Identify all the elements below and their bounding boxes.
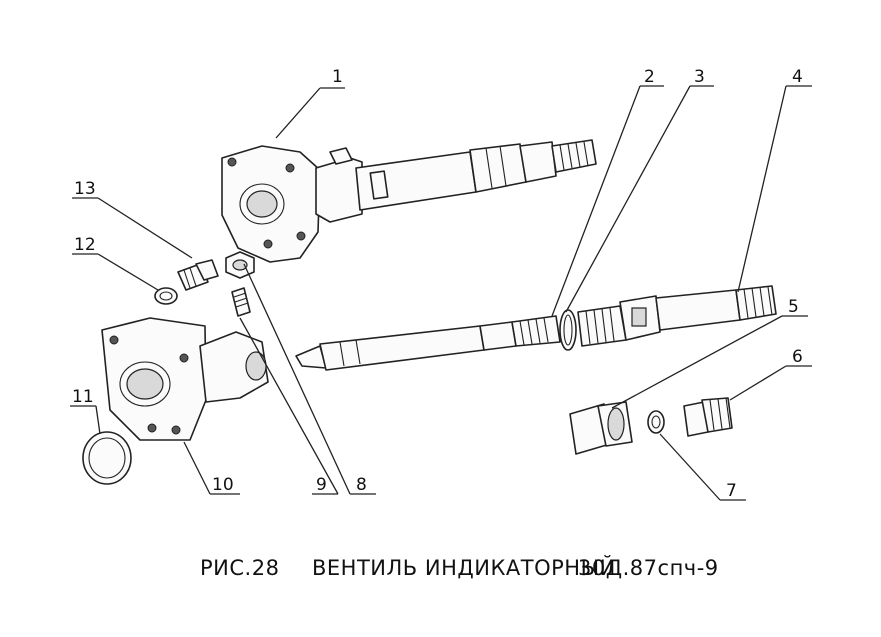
part-3-o-ring	[559, 309, 577, 351]
callout-5: 5	[788, 297, 799, 317]
callout-8: 8	[356, 475, 367, 495]
part-10-lower-body	[101, 317, 269, 441]
part-13-bolt	[177, 259, 219, 291]
callout-4: 4	[792, 67, 803, 87]
callout-labels: 1 2 3 4 5 6 7 8 9 10 11 12 13	[72, 67, 803, 501]
callout-1: 1	[332, 67, 343, 87]
figure-caption: РИС.28 ВЕНТИЛЬ ИНДИКАТОРНЫЙ 30Д.87спч-9	[0, 556, 881, 596]
part-12-washer	[154, 287, 178, 305]
part-7-small-washer	[647, 410, 665, 434]
callout-7: 7	[726, 481, 737, 501]
figure-title: ВЕНТИЛЬ ИНДИКАТОРНЫЙ	[312, 556, 616, 580]
callout-9: 9	[316, 475, 327, 495]
callout-6: 6	[792, 347, 803, 367]
part-1-valve-body-assembly	[221, 139, 597, 263]
part-5-union-nut	[569, 401, 633, 455]
figure-number: РИС.28	[200, 556, 280, 580]
part-8-set-screw	[231, 287, 251, 317]
callout-10: 10	[212, 475, 234, 495]
callout-3: 3	[694, 67, 705, 87]
part-2-spindle	[295, 315, 561, 371]
part-6-nipple-fitting	[683, 397, 733, 437]
part-4-stem-housing	[577, 285, 777, 347]
callout-11: 11	[72, 387, 94, 407]
leader-lines	[70, 85, 812, 501]
part-9-nut	[225, 251, 255, 279]
part-11-gasket-ring	[82, 431, 132, 485]
callout-13: 13	[74, 179, 96, 199]
callout-2: 2	[644, 67, 655, 87]
callout-12: 12	[74, 235, 96, 255]
figure-code: 30Д.87спч-9	[578, 556, 719, 580]
